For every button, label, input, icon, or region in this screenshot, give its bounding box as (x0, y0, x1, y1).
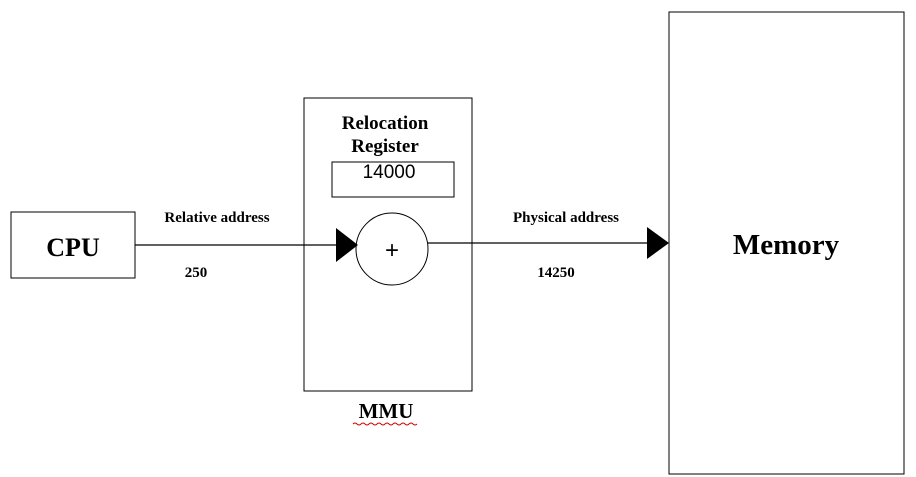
physical-address-value: 14250 (537, 265, 575, 281)
physical-address-arrow (428, 227, 669, 259)
relative-address-arrow (135, 228, 358, 262)
adder-symbol: + (385, 237, 399, 264)
cpu-box: CPU (10, 211, 136, 279)
memory-box: Memory (668, 11, 905, 475)
physical-address-label: Physical address (513, 210, 619, 226)
cpu-label: CPU (46, 233, 100, 262)
memory-label: Memory (733, 229, 840, 261)
relocation-register-value: 14000 (363, 162, 416, 183)
relocation-register-title-line1: Relocation (342, 113, 429, 134)
mmu-label: MMU (359, 399, 414, 423)
spellcheck-underline (352, 422, 418, 426)
relocation-register-title-line2: Register (351, 136, 419, 157)
relative-address-label: Relative address (164, 210, 269, 226)
mmu-box: Relocation Register 14000 (303, 97, 473, 392)
relative-address-value: 250 (185, 265, 208, 281)
adder: + (355, 212, 429, 286)
relocation-register-box (331, 161, 455, 198)
